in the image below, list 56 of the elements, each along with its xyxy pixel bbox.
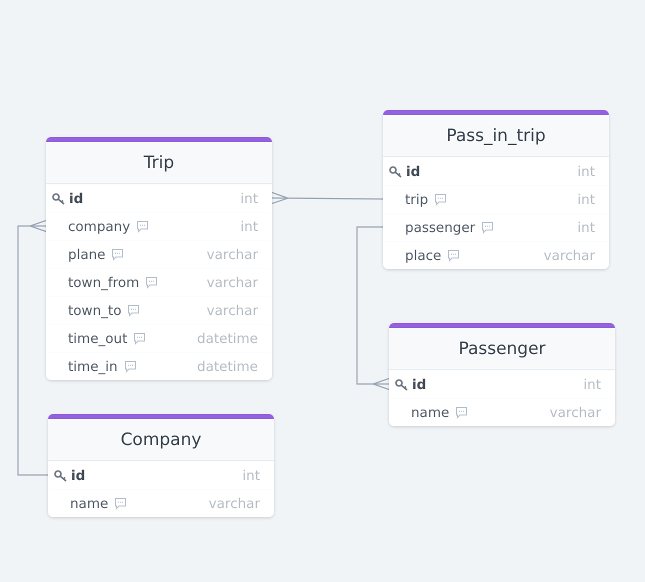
column-type: datetime — [197, 358, 258, 374]
column-name: trip — [405, 192, 428, 208]
table-row — [383, 241, 609, 269]
column-name: id — [412, 376, 426, 392]
column-name: name — [411, 404, 450, 420]
column-name: passenger — [405, 220, 476, 236]
relationship-line — [271, 192, 383, 204]
column-type: varchar — [206, 302, 258, 318]
table-row — [48, 489, 274, 517]
table-row — [46, 184, 272, 212]
entity-table — [48, 414, 274, 517]
column-type: varchar — [208, 496, 260, 512]
table-row — [46, 352, 272, 380]
table-title: Passenger — [458, 338, 546, 358]
entity-table — [389, 323, 615, 426]
table-row — [46, 240, 272, 268]
column-type: int — [577, 192, 595, 208]
column-name: id — [406, 164, 420, 180]
column-name: town_to — [68, 302, 122, 318]
column-type: int — [240, 190, 258, 206]
table-row — [383, 213, 609, 241]
column-type: int — [583, 376, 601, 392]
column-name: time_in — [68, 358, 118, 374]
column-name: name — [70, 496, 108, 512]
table-row — [46, 296, 272, 324]
table-title: Company — [120, 430, 202, 450]
column-type: int — [577, 220, 595, 236]
table-row — [389, 370, 615, 398]
column-type: varchar — [206, 274, 258, 290]
relationship-line — [356, 226, 390, 390]
entity-table — [46, 137, 272, 380]
column-name: id — [71, 468, 86, 484]
column-name: town_from — [68, 274, 140, 290]
column-type: int — [577, 164, 595, 180]
table-row — [46, 324, 272, 352]
table-row — [389, 398, 615, 426]
column-type: datetime — [197, 330, 258, 346]
table-row — [383, 157, 609, 185]
relationship-line — [17, 220, 48, 476]
entity-table — [383, 110, 609, 269]
table-row — [46, 268, 272, 296]
table-row — [46, 212, 272, 240]
column-type: varchar — [544, 248, 595, 264]
column-type: varchar — [206, 246, 258, 262]
column-name: plane — [68, 246, 106, 262]
column-name: place — [405, 248, 442, 264]
table-title: Trip — [144, 152, 174, 172]
table-row — [383, 185, 609, 213]
table-title: Pass_in_trip — [446, 126, 546, 146]
column-type: int — [240, 218, 258, 234]
column-type: int — [242, 468, 260, 484]
column-type: varchar — [550, 404, 601, 420]
column-name: company — [68, 218, 130, 234]
column-name: id — [69, 190, 84, 206]
table-row — [48, 461, 274, 489]
column-name: time_out — [68, 330, 128, 346]
